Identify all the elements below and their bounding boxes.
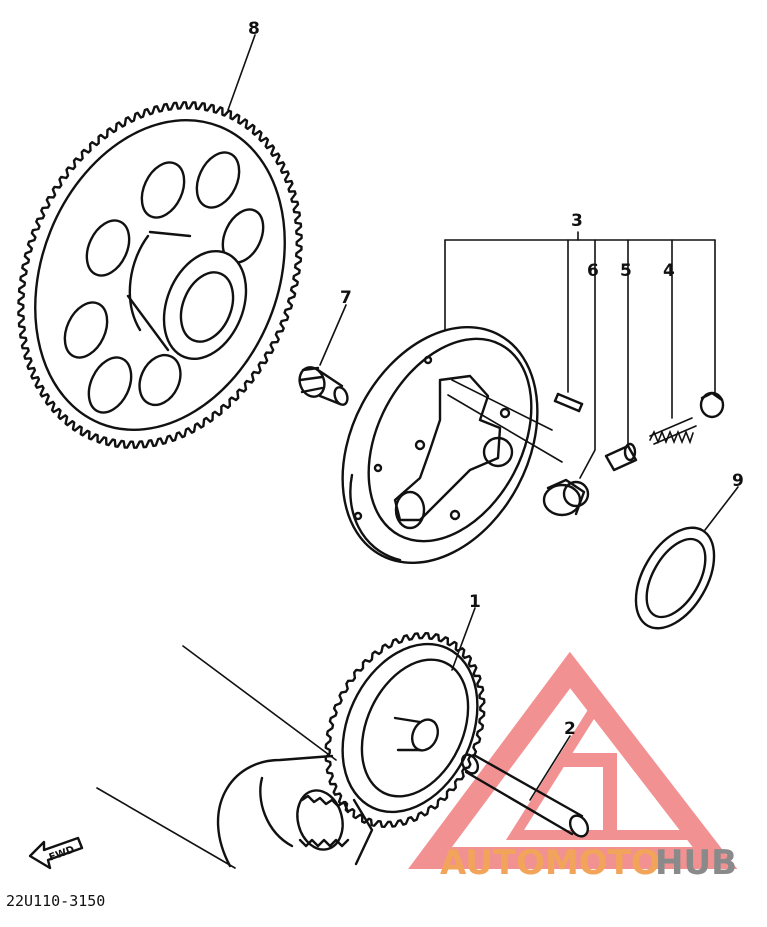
callout-5: 5	[620, 261, 632, 281]
assembly-line	[447, 394, 563, 463]
callout-9: 9	[732, 471, 744, 491]
fwd-arrow-icon: FWD	[28, 836, 84, 870]
watermark-text-b: HUB	[655, 843, 737, 883]
watermark-logo	[408, 651, 738, 869]
part-9-washer	[634, 526, 716, 630]
callout-3: 3	[571, 211, 583, 231]
part-7-bolt	[298, 366, 349, 406]
callout-4: 4	[663, 261, 675, 281]
spring-cap	[699, 391, 725, 419]
part-5-plunger	[604, 442, 638, 472]
callout-1: 1	[469, 592, 481, 612]
part-6-roller	[542, 478, 590, 517]
watermark-text-a: AUTOMOTO	[440, 843, 660, 883]
part-3-starter-clutch	[341, 325, 539, 565]
callout-6: 6	[587, 261, 599, 281]
dowel-pin	[553, 392, 584, 413]
callout-2: 2	[564, 719, 576, 739]
callout-7: 7	[340, 288, 352, 308]
part-2-shaft	[460, 753, 590, 838]
assembly-line-2	[451, 379, 553, 431]
watermark-text: AUTOMOTO HUB	[440, 843, 737, 883]
diagram-code: 22U110-3150	[6, 892, 105, 910]
crankshaft	[96, 645, 374, 869]
callout-8: 8	[248, 19, 260, 39]
leader-lines	[227, 34, 739, 801]
part-4-spring	[649, 417, 697, 445]
part-3-bracket	[444, 231, 716, 479]
part-8-starter-wheel-gear	[17, 101, 303, 449]
